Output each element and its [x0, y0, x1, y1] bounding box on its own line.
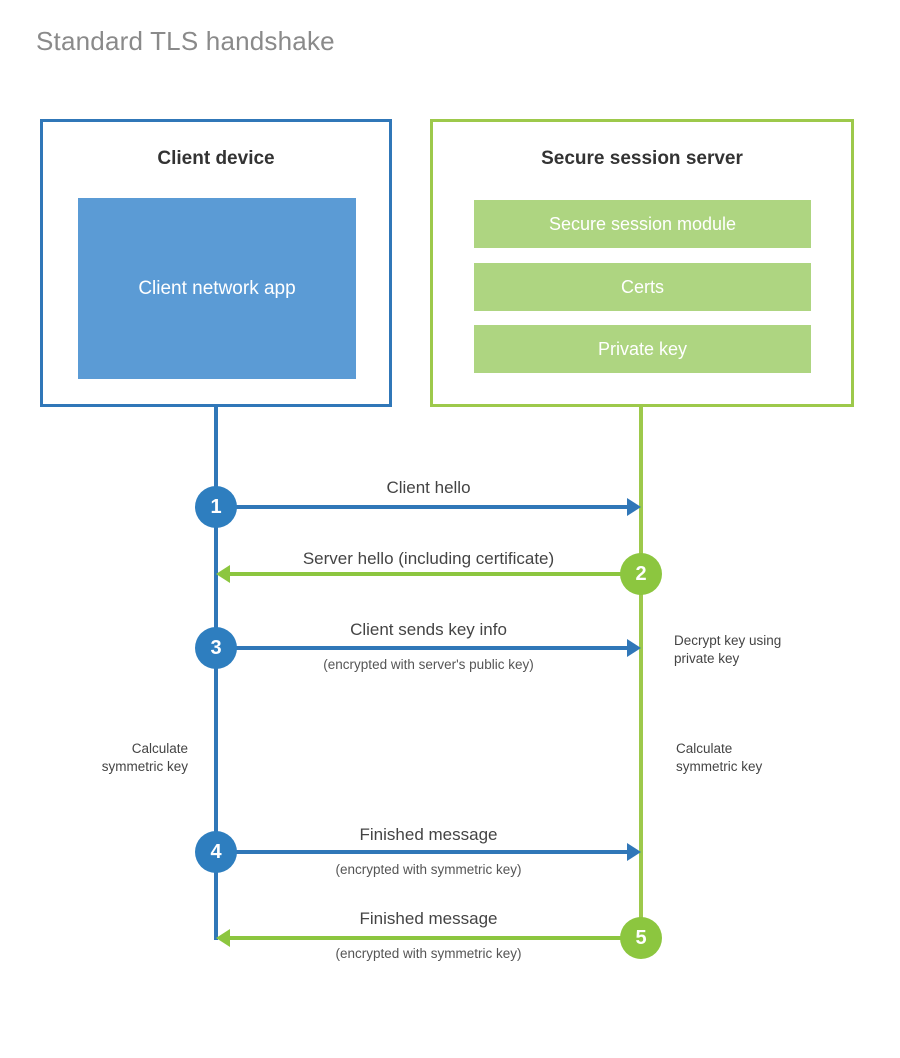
page-title: Standard TLS handshake [36, 26, 335, 56]
step-1-label: Client hello [386, 478, 471, 497]
step-2-badge: 2 [620, 553, 662, 595]
step-4-sublabel: (encrypted with symmetric key) [335, 862, 522, 877]
step-4-arrow-head-icon [627, 843, 641, 861]
step-2-label: Server hello (including certificate) [302, 549, 555, 568]
step-3-arrow-head-icon [627, 639, 641, 657]
server-component-certs: Certs [474, 263, 811, 311]
step-5-label: Finished message [359, 909, 498, 928]
step-1-badge: 1 [195, 486, 237, 528]
server-component-private-key: Private key [474, 325, 811, 373]
client-network-app-block: Client network app [78, 198, 356, 379]
step-3-badge: 3 [195, 627, 237, 669]
server-lifeline [639, 406, 643, 939]
step-3-arrow-line [216, 646, 627, 650]
server-component-secure-session-module: Secure session module [474, 200, 811, 248]
step-5-sublabel: (encrypted with symmetric key) [335, 946, 522, 961]
step-2-arrow-line [230, 572, 641, 576]
client-lifeline [214, 406, 218, 940]
step-2-arrow-head-icon [216, 565, 230, 583]
client-device-title: Client device [157, 148, 275, 169]
step-5-arrow-line [230, 936, 641, 940]
step-4-badge: 4 [195, 831, 237, 873]
step-3-sublabel: (encrypted with server's public key) [323, 657, 534, 672]
step-1-arrow-head-icon [627, 498, 641, 516]
note-calculate-symmetric-key-server: Calculate symmetric key [676, 741, 763, 775]
step-4-label: Finished message [359, 825, 498, 844]
secure-session-server-box: Secure session server Secure session mod… [430, 119, 854, 407]
secure-session-server-title: Secure session server [541, 148, 743, 169]
step-5-badge: 5 [620, 917, 662, 959]
step-4-arrow-line [216, 850, 627, 854]
note-decrypt-key: Decrypt key using private key [674, 633, 782, 667]
note-calculate-symmetric-key-client: Calculate symmetric key [101, 741, 188, 775]
step-1-arrow-line [216, 505, 627, 509]
client-device-box: Client device Client network app [40, 119, 392, 407]
step-5-arrow-head-icon [216, 929, 230, 947]
step-3-label: Client sends key info [350, 620, 507, 639]
